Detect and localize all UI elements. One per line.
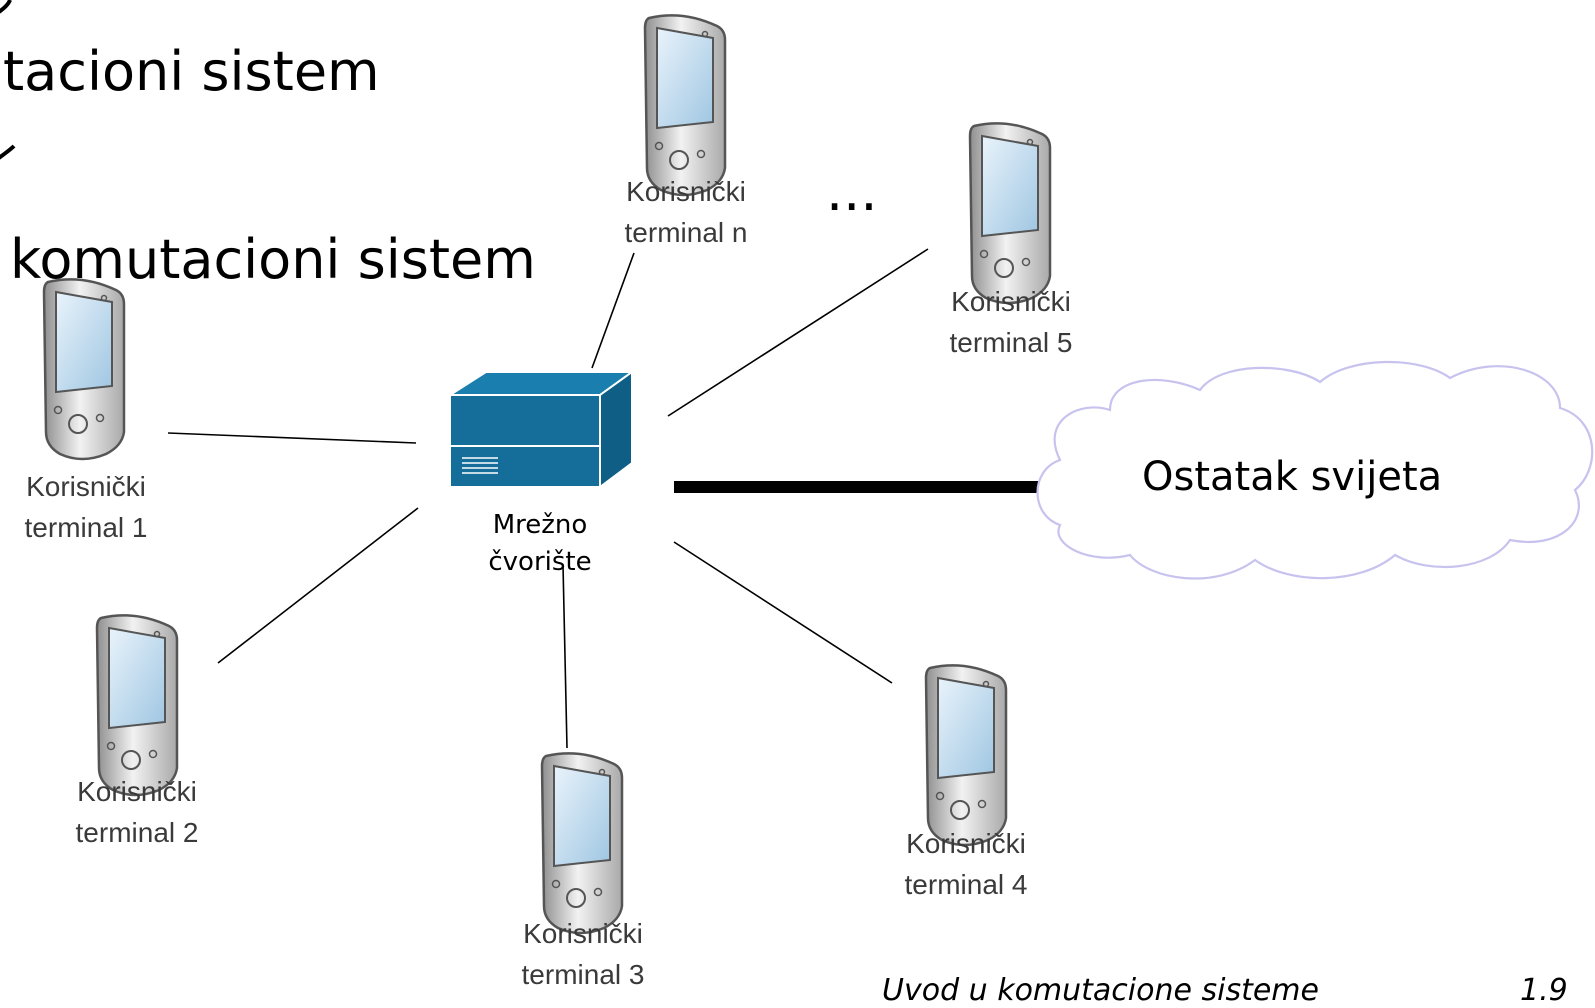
terminal-3-label-line1: Korisnički	[523, 918, 643, 949]
pda-icon	[643, 14, 727, 197]
pda-icon	[968, 122, 1052, 305]
server-box-icon	[446, 370, 636, 489]
terminal-4-label-line2: terminal 4	[905, 869, 1028, 900]
terminal-n-label-line1: Korisnički	[626, 176, 746, 207]
connection-lines	[167, 248, 929, 749]
terminal-4: Korisnički terminal 4	[905, 664, 1028, 900]
ellipsis-more-terminals: ...	[826, 160, 878, 223]
terminal-n: Korisnički terminal n	[625, 14, 748, 248]
hub-label-line2: čvorište	[488, 547, 591, 577]
terminal-4-label-line1: Korisnički	[906, 828, 1026, 859]
terminal-2-label-line2: terminal 2	[76, 817, 199, 848]
terminal-1-label-line1: Korisnički	[26, 471, 146, 502]
terminal-1-label-line2: terminal 1	[25, 512, 148, 543]
pda-icon	[540, 752, 624, 935]
link-terminal-4	[673, 541, 893, 684]
terminal-3: Korisnički terminal 3	[522, 752, 645, 990]
hub-label-line1: Mrežno	[493, 510, 588, 540]
terminal-1: Korisnički terminal 1	[25, 278, 148, 543]
link-terminal-5	[667, 248, 929, 417]
terminal-5-label-line1: Korisnički	[951, 286, 1071, 317]
cloud-label: Ostatak svijeta	[1142, 454, 1442, 500]
footer-page-number: 1.9	[1520, 973, 1568, 1003]
terminal-2: Korisnički terminal 2	[76, 614, 199, 848]
footer-title: Uvod u komutacione sisteme	[882, 973, 1319, 1003]
cloud-icon	[1036, 360, 1594, 580]
terminal-5: Korisnički terminal 5	[950, 122, 1073, 358]
pda-icon	[42, 278, 126, 461]
cloud-shape	[1036, 360, 1594, 580]
link-terminal-1	[167, 432, 417, 444]
pda-icon	[95, 614, 179, 797]
link-terminal-2	[217, 507, 419, 664]
link-terminal-n	[591, 252, 635, 369]
terminal-2-label-line1: Korisnički	[77, 776, 197, 807]
terminal-n-label-line2: terminal n	[625, 217, 748, 248]
slide-text-fragment-1: tacioni sistem	[3, 40, 380, 103]
link-terminal-3	[562, 564, 568, 749]
slide-text-clipped-marks	[0, 0, 16, 160]
pda-icon	[924, 664, 1008, 847]
terminal-3-label-line2: terminal 3	[522, 959, 645, 990]
slide-text-fragment-2: komutacioni sistem	[10, 228, 536, 291]
terminal-5-label-line2: terminal 5	[950, 327, 1073, 358]
